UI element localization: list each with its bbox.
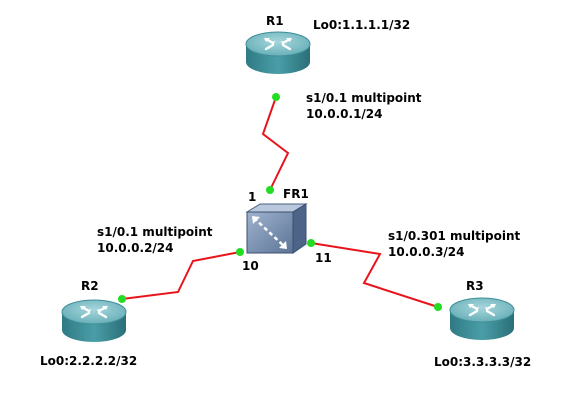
fr1-port-10-label: 10 <box>242 259 259 273</box>
r1-interface-label: s1/0.1 multipoint <box>306 91 422 105</box>
r2-name-label: R2 <box>81 279 99 293</box>
fr1-port-1-label: 1 <box>248 190 256 204</box>
r1-address-label: 10.0.0.1/24 <box>306 107 383 121</box>
endpoint-r3-side <box>434 303 442 311</box>
router-r2[interactable] <box>60 298 128 344</box>
fr1-name-label: FR1 <box>283 187 309 201</box>
fr1-port-11-label: 11 <box>315 251 332 265</box>
router-icon <box>244 30 312 76</box>
router-icon <box>60 298 128 344</box>
r2-address-label: 10.0.0.2/24 <box>97 241 174 255</box>
endpoint-fr1-port11 <box>307 239 315 247</box>
r3-name-label: R3 <box>466 279 484 293</box>
endpoint-r2-side <box>118 295 126 303</box>
router-r1[interactable] <box>244 30 312 76</box>
link-fr1-r2 <box>121 251 241 300</box>
r2-loopback-label: Lo0:2.2.2.2/32 <box>40 354 137 368</box>
endpoint-fr1-port10 <box>236 248 244 256</box>
r3-address-label: 10.0.0.3/24 <box>388 245 465 259</box>
router-icon <box>448 296 516 342</box>
r3-interface-label: s1/0.301 multipoint <box>388 229 521 243</box>
link-fr1-r1 <box>261 96 290 191</box>
r2-interface-label: s1/0.1 multipoint <box>97 225 213 239</box>
link-fr1-r3 <box>310 242 439 308</box>
r3-loopback-label: Lo0:3.3.3.3/32 <box>434 355 531 369</box>
frame-relay-switch-fr1[interactable] <box>245 203 308 254</box>
router-r3[interactable] <box>448 296 516 342</box>
frame-relay-switch-icon <box>245 203 308 254</box>
endpoint-fr1-port1 <box>266 186 274 194</box>
r1-name-label: R1 <box>266 14 284 28</box>
r1-loopback-label: Lo0:1.1.1.1/32 <box>313 18 410 32</box>
endpoint-r1-side <box>272 93 280 101</box>
